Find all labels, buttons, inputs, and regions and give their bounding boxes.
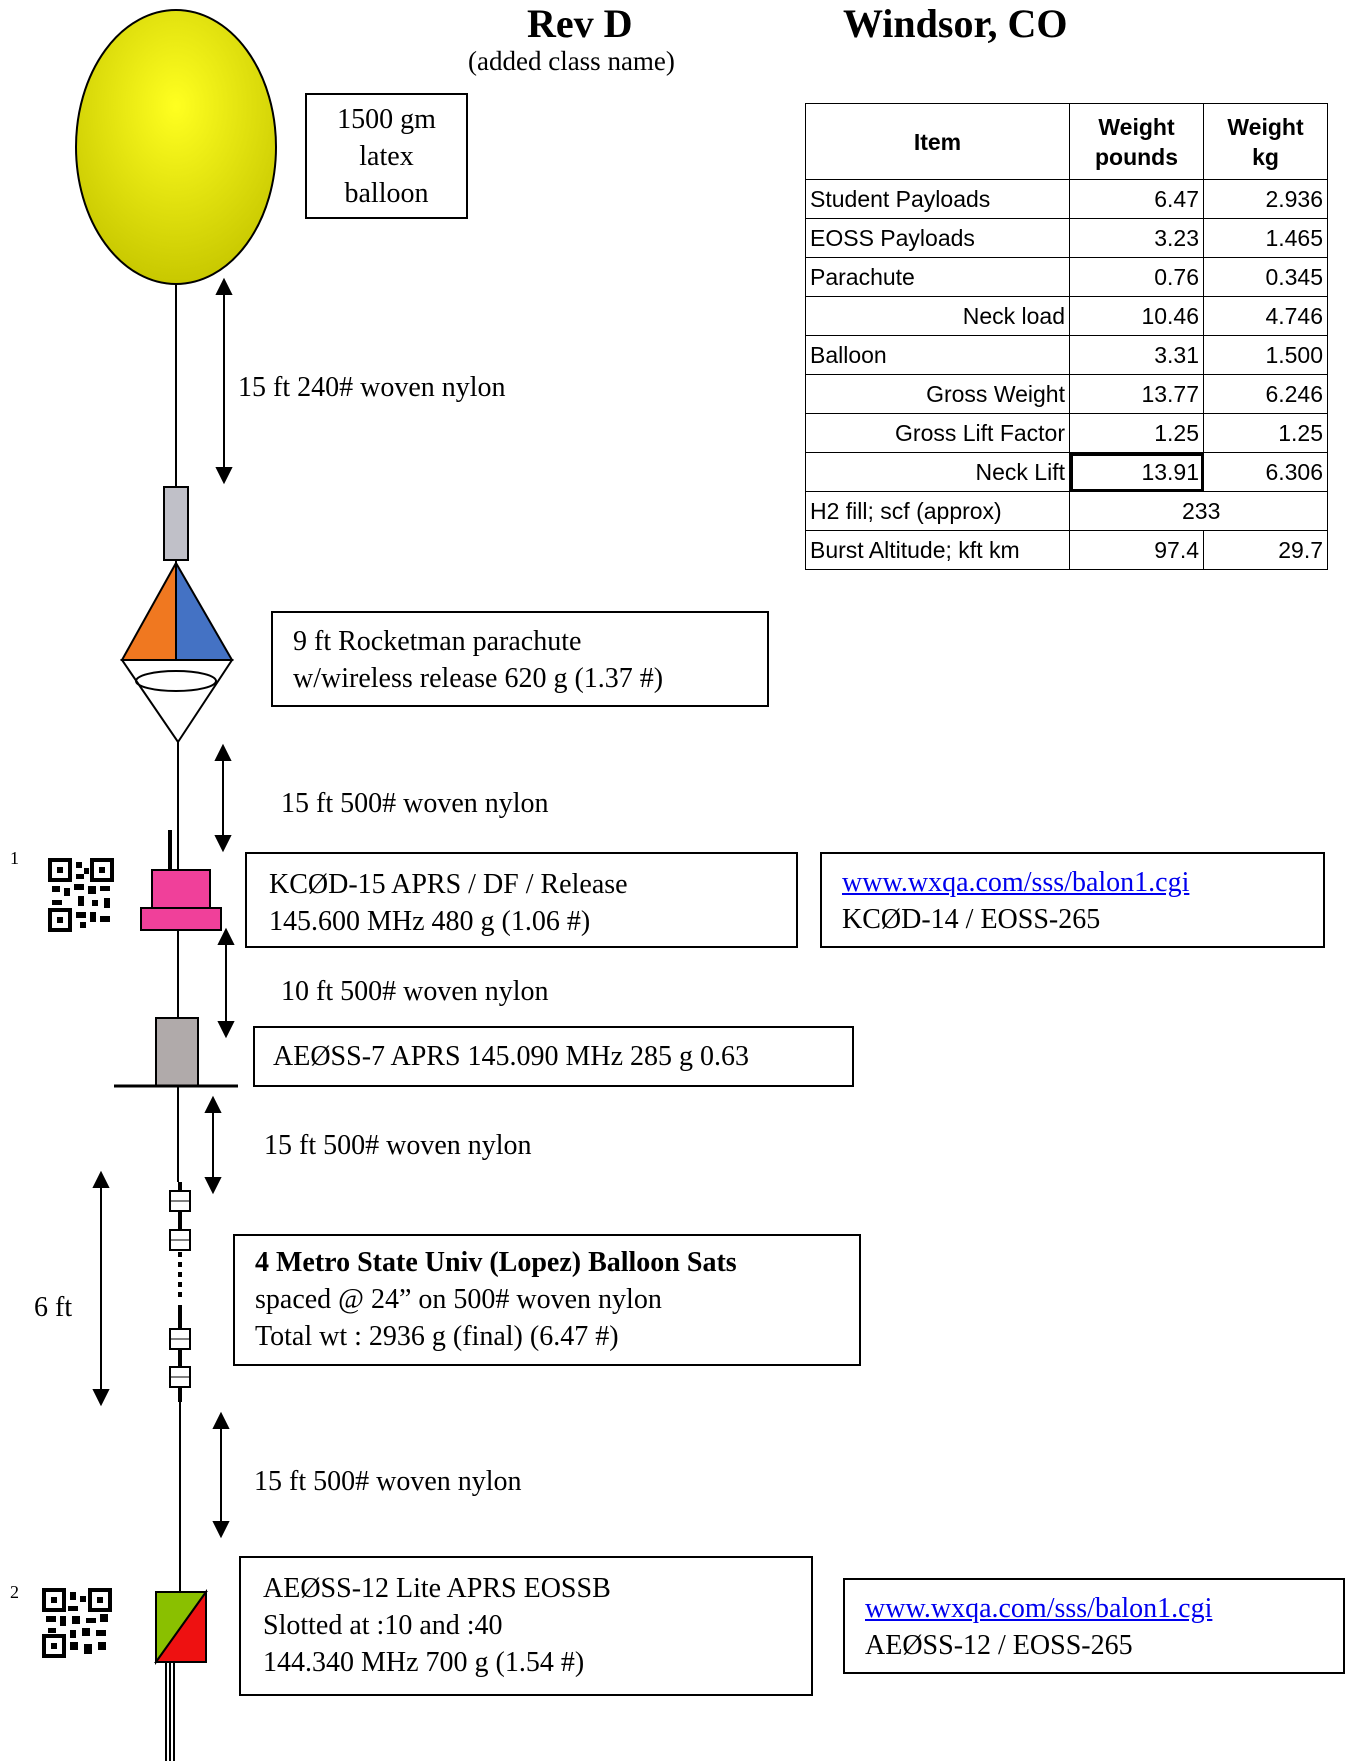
col-header-item: Item <box>805 103 1070 180</box>
tracking-link-2[interactable]: www.wxqa.com/sss/balon1.cgi <box>865 1593 1213 1624</box>
span-label: 6 ft <box>34 1292 73 1323</box>
table-row: EOSS Payloads 3.23 1.465 <box>805 218 1328 258</box>
balloon-label-line1: 1500 gm <box>337 104 436 135</box>
ae0ss12-label-box: AEØSS-12 Lite APRS EOSSB Slotted at :10 … <box>239 1556 813 1696</box>
tracking-link-box-2: www.wxqa.com/sss/balon1.cgi AEØSS-12 / E… <box>843 1578 1345 1674</box>
metro-sats-line3: Total wt : 2936 g (final) (6.47 #) <box>255 1321 619 1352</box>
line-label-5: 15 ft 500# woven nylon <box>254 1466 522 1497</box>
parachute-left <box>120 559 177 661</box>
line-label-2: 15 ft 500# woven nylon <box>281 788 549 819</box>
parachute-shroud <box>120 659 234 744</box>
table-row: Parachute 0.76 0.345 <box>805 257 1328 297</box>
ae0ss12-label-line1: AEØSS-12 Lite APRS EOSSB <box>263 1573 611 1604</box>
selected-cell[interactable]: 13.91 <box>1069 452 1204 492</box>
balloon-shape <box>75 9 277 285</box>
table-row: Burst Altitude; kft km 97.4 29.7 <box>805 530 1328 570</box>
balloon-label-line3: balloon <box>344 178 429 209</box>
ae0ss7-label-box: AEØSS-7 APRS 145.090 MHz 285 g 0.63 <box>253 1026 854 1087</box>
table-row: Balloon 3.31 1.500 <box>805 335 1328 375</box>
location-title: Windsor, CO <box>843 1 1068 46</box>
weight-table: Item Weight pounds Weight kg Student Pay… <box>805 103 1328 570</box>
parachute-label-box: 9 ft Rocketman parachute w/wireless rele… <box>271 611 769 707</box>
kc0d-label-line1: KCØD-15 APRS / DF / Release <box>269 869 628 900</box>
col-header-pounds: Weight pounds <box>1069 103 1204 180</box>
table-row: H2 fill; scf (approx) 233 <box>805 491 1328 531</box>
revision-note: (added class name) <box>468 46 675 76</box>
qr-code-icon-1 <box>48 858 114 932</box>
tracking-link-1[interactable]: www.wxqa.com/sss/balon1.cgi <box>842 867 1190 898</box>
parachute-ring <box>135 670 217 692</box>
revision-title: Rev D <box>527 1 633 46</box>
tracking-callsign-1: KCØD-14 / EOSS-265 <box>842 904 1101 935</box>
ae0ss7-label: AEØSS-7 APRS 145.090 MHz 285 g 0.63 <box>273 1041 750 1072</box>
footnote-2: 2 <box>10 1582 19 1602</box>
table-row: Gross Weight 13.77 6.246 <box>805 374 1328 414</box>
dimension-arrows <box>92 277 235 1539</box>
balloon-label-line2: latex <box>359 141 414 172</box>
col-header-kg: Weight kg <box>1203 103 1328 180</box>
parachute-right <box>175 559 234 661</box>
table-row: Student Payloads 6.47 2.936 <box>805 179 1328 219</box>
parachute-label-line1: 9 ft Rocketman parachute <box>293 626 582 657</box>
ae0ss12-red <box>154 1588 207 1663</box>
line-label-3: 10 ft 500# woven nylon <box>281 976 549 1007</box>
metro-sats-title: 4 Metro State Univ (Lopez) Balloon Sats <box>255 1247 737 1278</box>
kc0d-label-line2: 145.600 MHz 480 g (1.06 #) <box>269 906 591 937</box>
line-label-4: 15 ft 500# woven nylon <box>264 1130 532 1161</box>
tracking-link-box-1: www.wxqa.com/sss/balon1.cgi KCØD-14 / EO… <box>820 852 1325 948</box>
tracking-callsign-2: AEØSS-12 / EOSS-265 <box>865 1630 1133 1661</box>
weight-table-header: Item Weight pounds Weight kg <box>805 103 1328 180</box>
ae0ss12-label-line3: 144.340 MHz 700 g (1.54 #) <box>263 1647 585 1678</box>
footnote-1: 1 <box>10 848 19 868</box>
table-row: Neck Lift 13.91 6.306 <box>805 452 1328 492</box>
table-row: Neck load 10.46 4.746 <box>805 296 1328 336</box>
balloon-label-box: 1500 gm latex balloon <box>305 93 468 219</box>
qr-code-icon-2 <box>42 1588 112 1658</box>
swivel-cylinder <box>163 486 189 561</box>
kc0d-radio-bottom <box>140 907 222 931</box>
table-row: Gross Lift Factor 1.25 1.25 <box>805 413 1328 453</box>
kc0d-radio-top <box>151 869 211 909</box>
metro-sats-box: 4 Metro State Univ (Lopez) Balloon Sats … <box>233 1234 861 1366</box>
ae0ss7-box-shape <box>155 1017 199 1087</box>
kc0d-label-box: KCØD-15 APRS / DF / Release 145.600 MHz … <box>245 852 798 948</box>
metro-sats-line2: spaced @ 24” on 500# woven nylon <box>255 1284 662 1315</box>
ae0ss12-antenna <box>165 1662 175 1761</box>
ae0ss12-label-line2: Slotted at :10 and :40 <box>263 1610 503 1641</box>
line-label-1: 15 ft 240# woven nylon <box>238 372 506 403</box>
parachute-label-line2: w/wireless release 620 g (1.37 #) <box>293 663 664 694</box>
